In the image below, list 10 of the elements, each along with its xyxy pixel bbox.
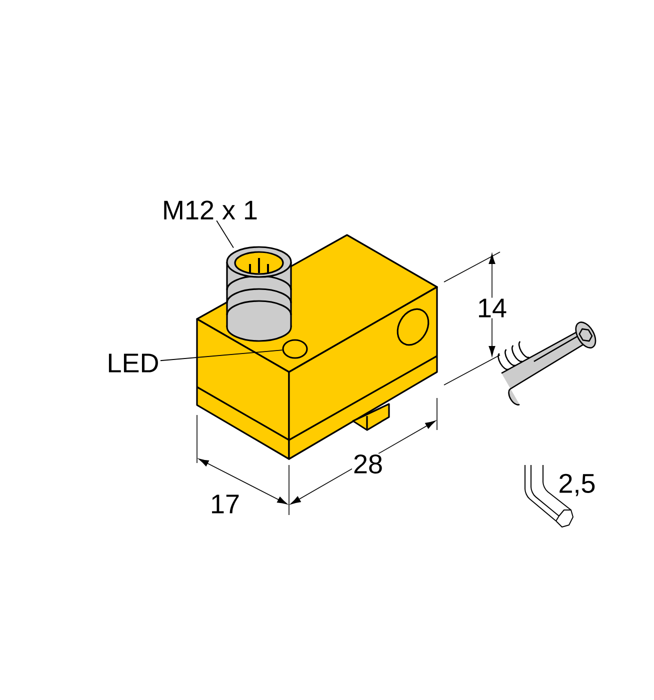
callout-label: M12 x 1: [164, 200, 257, 220]
dimension-label: 17: [208, 494, 242, 514]
dimension-label: 14: [476, 298, 508, 318]
connector-drawing: [226, 246, 292, 342]
led-indicator: [282, 339, 308, 359]
dimension-label: 28: [352, 453, 384, 475]
leader-line: [160, 350, 283, 362]
callout-label: LED: [108, 354, 158, 372]
dimension-label: 2,5: [557, 472, 597, 498]
leader-line: [216, 220, 234, 248]
